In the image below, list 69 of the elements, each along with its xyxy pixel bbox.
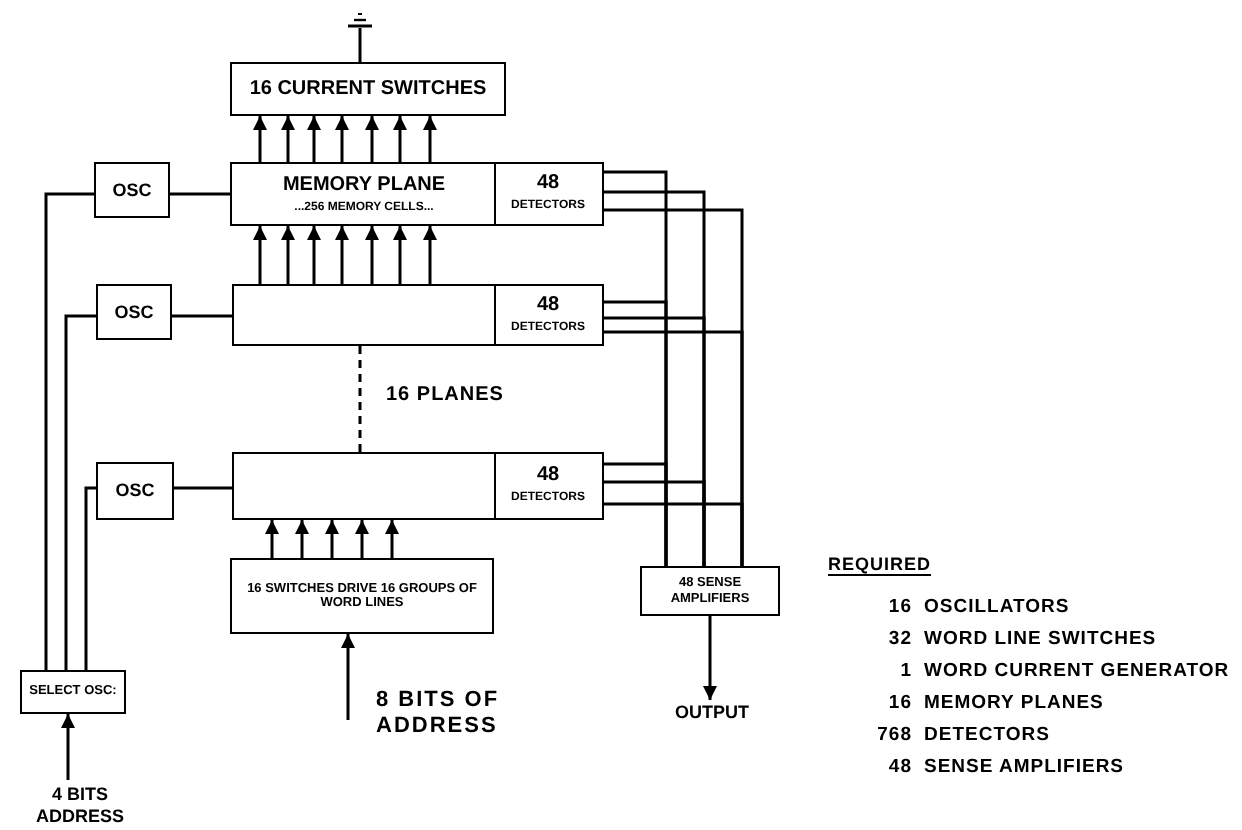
connector-line xyxy=(170,192,230,196)
connector-line xyxy=(44,192,94,670)
arrow xyxy=(281,226,295,284)
arrow xyxy=(365,116,379,162)
connector-line xyxy=(174,486,232,490)
arrow xyxy=(253,226,267,284)
list-item-text: MEMORY PLANES xyxy=(924,690,1106,716)
arrow xyxy=(335,226,349,284)
node-label: OSC xyxy=(112,179,152,201)
connector-line xyxy=(358,346,362,452)
arrow xyxy=(423,116,437,162)
block-box xyxy=(96,284,172,340)
connector-line xyxy=(64,314,96,670)
node-label: OSC xyxy=(115,480,155,502)
arrow xyxy=(253,116,267,162)
arrow xyxy=(265,520,279,558)
list-item-count: 768 xyxy=(875,722,912,748)
list-item-count: 32 xyxy=(886,626,912,652)
list-item-count: 1 xyxy=(898,658,912,684)
list-item-count: 48 xyxy=(886,754,912,780)
arrow xyxy=(393,226,407,284)
count-label: 48 xyxy=(536,174,560,194)
arrow xyxy=(307,116,321,162)
list-item-text: WORD CURRENT GENERATOR xyxy=(924,658,1230,684)
block-box xyxy=(640,566,780,616)
block-box xyxy=(230,62,506,116)
box-title: MEMORY PLANE xyxy=(282,175,446,195)
count-label: 48 xyxy=(536,466,560,486)
arrow xyxy=(393,116,407,162)
arrow xyxy=(281,116,295,162)
memory-plane-box xyxy=(232,284,604,346)
connector-line xyxy=(604,502,744,566)
block-box xyxy=(230,162,604,226)
connector-line xyxy=(84,486,96,670)
memory-plane-box xyxy=(232,452,604,520)
node-label: OSC xyxy=(114,301,154,323)
arrow xyxy=(61,714,75,780)
ground-symbol xyxy=(344,10,376,28)
node-label: OUTPUT xyxy=(675,701,749,723)
block-box xyxy=(20,670,126,714)
node-label: 8 BITS OF ADDRESS xyxy=(376,688,502,740)
arrow xyxy=(295,520,309,558)
block-box xyxy=(94,162,170,218)
plane-count-label: 16 PLANES xyxy=(386,382,504,410)
list-item-count: 16 xyxy=(886,594,912,620)
list-item-text: WORD LINE SWITCHES xyxy=(924,626,1159,652)
count-label: 48 xyxy=(536,295,560,315)
list-item-text: SENSE AMPLIFIERS xyxy=(924,754,1127,780)
list-heading: REQUIRED xyxy=(828,552,932,578)
node-label: 16 CURRENT SWITCHES xyxy=(249,77,487,101)
arrow xyxy=(355,520,369,558)
list-item-text: OSCILLATORS xyxy=(924,594,1072,620)
arrow xyxy=(335,116,349,162)
arrow xyxy=(365,226,379,284)
arrow xyxy=(703,616,717,700)
list-item-count: 16 xyxy=(886,690,912,716)
arrow xyxy=(385,520,399,558)
connector-line xyxy=(604,480,706,566)
list-item-text: DETECTORS xyxy=(924,722,1052,748)
arrow xyxy=(341,634,355,720)
arrow xyxy=(325,520,339,558)
node-label: 4 BITS ADDRESS xyxy=(33,784,126,826)
block-box xyxy=(230,558,494,634)
block-box xyxy=(96,462,174,520)
connector-line xyxy=(172,314,232,318)
connector-line xyxy=(604,462,668,566)
arrow xyxy=(423,226,437,284)
arrow xyxy=(307,226,321,284)
connector-line xyxy=(358,28,362,62)
